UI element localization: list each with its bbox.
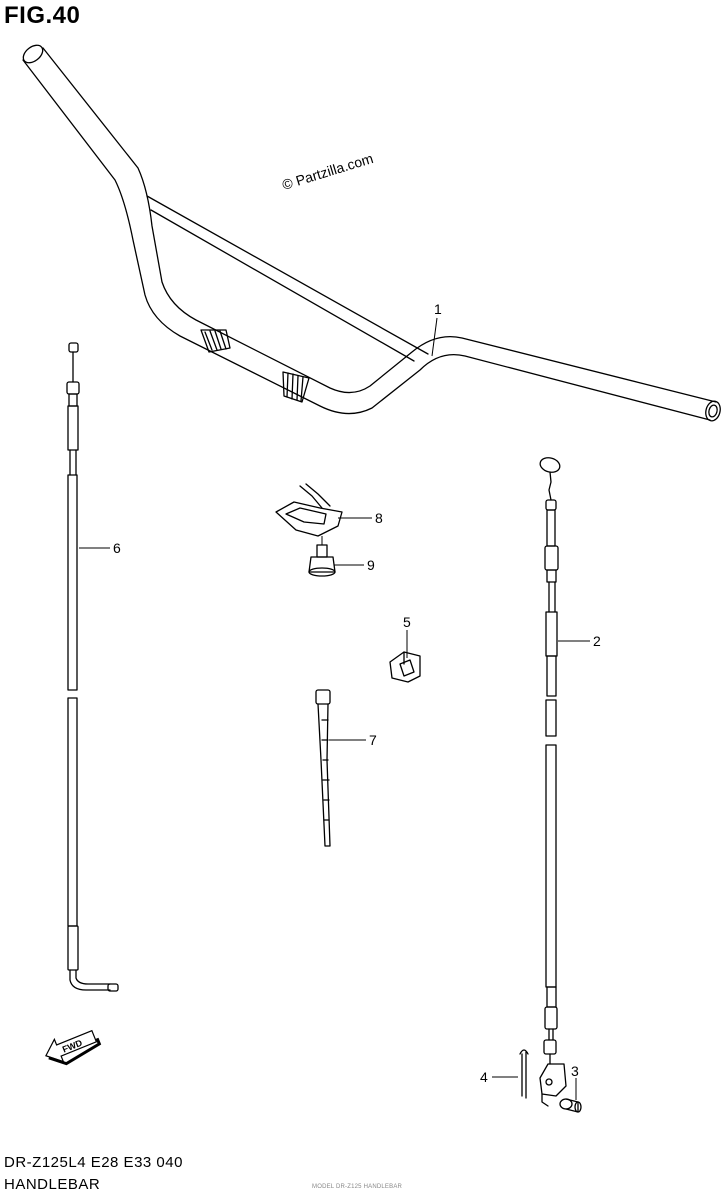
callout-5[interactable]: 5 (403, 614, 411, 630)
callout-3[interactable]: 3 (571, 1063, 579, 1079)
handlebar[interactable] (20, 42, 722, 423)
fine-print: MODEL DR-Z125 HANDLEBAR (312, 1184, 403, 1190)
cable-tie[interactable] (315, 689, 331, 847)
callout-8[interactable]: 8 (375, 510, 383, 526)
cable-end-cap[interactable] (559, 1098, 582, 1113)
callout-4[interactable]: 4 (480, 1069, 488, 1085)
callout-6[interactable]: 6 (113, 540, 121, 556)
clutch-cable[interactable] (66, 342, 119, 992)
throttle-cable[interactable] (539, 456, 567, 1107)
watermark: © Partzilla.com (280, 150, 375, 193)
figure-title: FIG.40 (4, 2, 81, 29)
knurl-band-left (200, 329, 231, 353)
knurl-band-right (282, 371, 310, 403)
model-code: DR-Z125L4 E28 E33 040 (4, 1154, 183, 1171)
bolt[interactable] (308, 544, 336, 577)
callout-2[interactable]: 2 (593, 633, 601, 649)
callout-7[interactable]: 7 (369, 732, 377, 748)
wire-clamp[interactable] (275, 483, 343, 537)
cable-clamp[interactable] (389, 651, 421, 683)
direction-arrow: FWD (45, 1029, 102, 1066)
callout-labels: 1 2 3 4 5 6 7 8 9 (113, 301, 601, 1085)
leader-lines (79, 317, 590, 1100)
section-title: HANDLEBAR (4, 1176, 101, 1193)
callout-9[interactable]: 9 (367, 557, 375, 573)
cotter-pin[interactable] (519, 1049, 529, 1099)
callout-1[interactable]: 1 (434, 301, 442, 317)
